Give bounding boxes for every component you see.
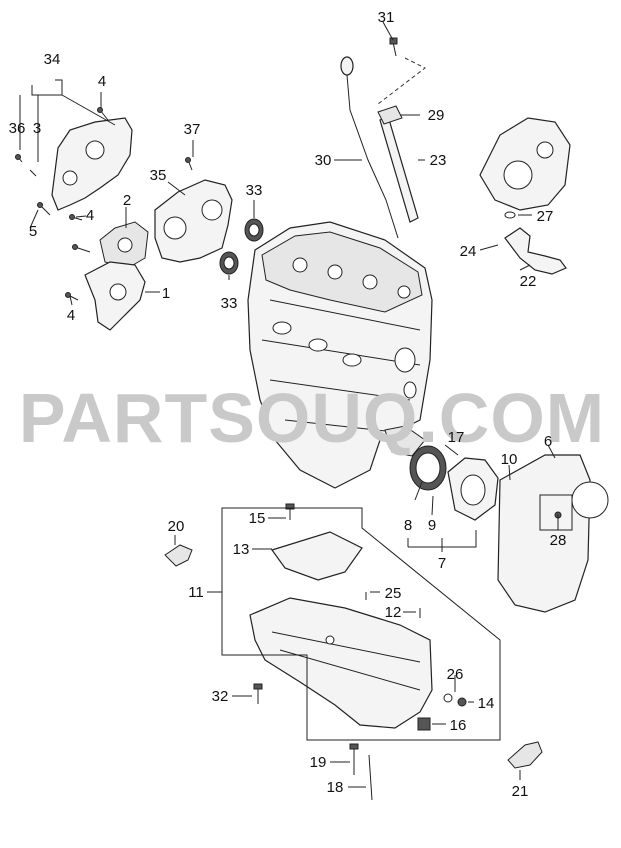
callout-21: 21 (512, 783, 529, 800)
callout-12: 12 (385, 604, 402, 621)
callout-19: 19 (310, 754, 327, 771)
leader-lines (19, 21, 559, 788)
callout-27: 27 (537, 208, 554, 225)
oil-pump (479, 117, 571, 211)
stiffener-clips (164, 544, 543, 769)
oil-pan-bolts (253, 503, 421, 801)
callout-15: 15 (249, 510, 266, 527)
rear-oil-seal-case (447, 457, 499, 521)
callout-20: 20 (168, 518, 185, 535)
callout-13: 13 (233, 541, 250, 558)
callout-33-lower: 33 (221, 295, 238, 312)
callout-29: 29 (428, 107, 445, 124)
callout-8: 8 (404, 517, 412, 534)
callout-10: 10 (501, 451, 518, 468)
callout-33-upper: 33 (246, 182, 263, 199)
dipstick-guide-tube (377, 105, 419, 223)
camshaft-oil-seals (219, 218, 264, 275)
callout-14: 14 (478, 695, 495, 712)
watermark-text: PARTSOUQ.COM (19, 379, 605, 457)
callout-17: 17 (448, 429, 465, 446)
oil-pan (249, 597, 433, 729)
callout-26: 26 (447, 666, 464, 683)
callout-32: 32 (212, 688, 229, 705)
callout-4-lower: 4 (67, 307, 75, 324)
callout-37: 37 (184, 121, 201, 138)
callout-23: 23 (430, 152, 447, 169)
callout-4-middle: 4 (86, 207, 94, 224)
callout-35: 35 (150, 167, 167, 184)
rear-plate (497, 454, 609, 613)
callout-28: 28 (550, 532, 567, 549)
dipstick-bolt (377, 37, 426, 105)
callout-22: 22 (520, 273, 537, 290)
callout-16: 16 (450, 717, 467, 734)
callout-18: 18 (327, 779, 344, 796)
oil-dipstick (340, 56, 399, 239)
bolts-left (15, 107, 193, 301)
callout-11: 11 (188, 584, 204, 601)
engine-block (247, 221, 433, 489)
upper-timing-cover (51, 117, 133, 211)
callout-7: 7 (438, 555, 446, 572)
callout-36: 36 (9, 120, 26, 137)
middle-timing-cover (99, 221, 149, 269)
callout-5: 5 (29, 223, 37, 240)
drain-plug-and-gasket (417, 693, 467, 731)
callout-24: 24 (460, 243, 477, 260)
callout-30: 30 (315, 152, 332, 169)
callout-34: 34 (44, 51, 61, 68)
oil-strainer (504, 211, 567, 275)
timing-belt-rear-cover (154, 179, 233, 263)
callout-3: 3 (33, 120, 41, 137)
callout-31: 31 (378, 9, 395, 26)
callout-25: 25 (385, 585, 402, 602)
callout-9: 9 (428, 517, 436, 534)
callout-6: 6 (544, 433, 552, 450)
callout-1: 1 (162, 285, 170, 302)
callout-4: 4 (98, 73, 106, 90)
crankshaft-rear-oil-seal (409, 445, 447, 491)
oil-pan-baffle (271, 531, 363, 581)
callout-2: 2 (123, 192, 131, 209)
callout-labels: 31 34 4 36 3 29 37 30 23 35 33 2 4 5 27 … (9, 9, 567, 800)
lower-timing-cover (84, 261, 146, 331)
